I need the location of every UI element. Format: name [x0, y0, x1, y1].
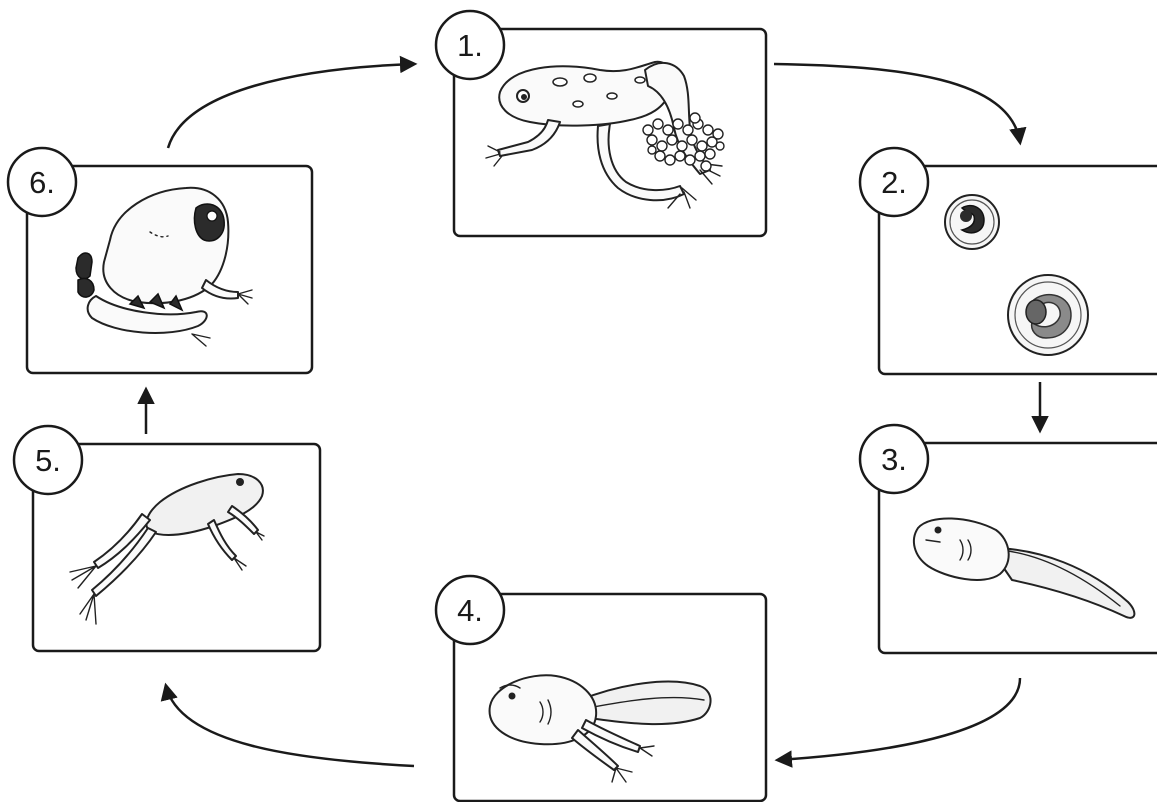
stage-4-number: 4. [457, 593, 483, 628]
arrow-6-to-1 [166, 55, 418, 149]
embryos-in-eggs-illustration [944, 194, 1089, 356]
stage-6-panel: 6. [6, 146, 314, 375]
stage-3-panel: 3. [858, 423, 1157, 655]
adult-frog-illustration [75, 186, 253, 347]
stage-1-panel: 1. [434, 9, 768, 238]
stage-3-number: 3. [881, 442, 907, 477]
arrow-1-to-2 [773, 62, 1027, 146]
stage-5-panel: 5. [12, 424, 322, 653]
stage-5-number: 5. [35, 443, 61, 478]
arrow-3-to-4 [774, 677, 1022, 768]
arrow-4-to-5 [160, 682, 415, 768]
tadpole-illustration [912, 517, 1136, 619]
stage-6-number: 6. [29, 165, 55, 200]
froglet-illustration [69, 473, 265, 625]
stage-4-panel: 4. [434, 574, 768, 802]
egg-cluster [642, 112, 725, 172]
stage-1-number: 1. [457, 28, 483, 63]
stage-2-number: 2. [881, 165, 907, 200]
tadpole-with-legs-illustration [488, 674, 712, 783]
stage-2-panel: 2. [858, 146, 1157, 376]
frog-with-eggs-illustration [485, 60, 725, 209]
